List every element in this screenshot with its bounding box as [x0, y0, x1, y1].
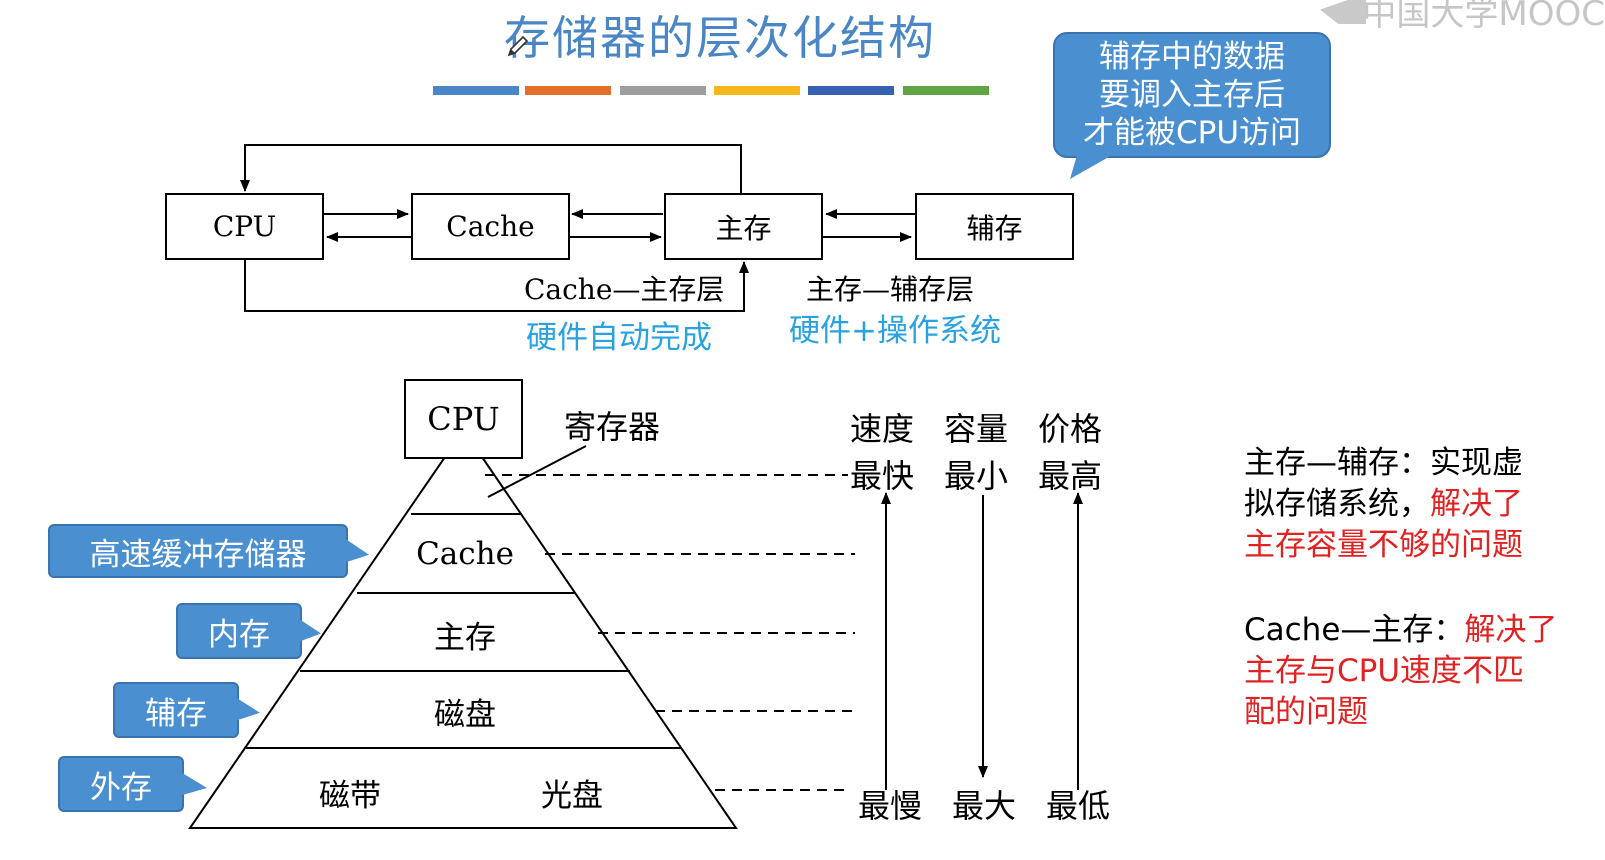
note-highlight: 解决了	[1430, 486, 1523, 522]
watermark-logo: 中国大学MOOC	[1362, 0, 1605, 34]
color-bar-segment	[714, 86, 800, 95]
note-cache-main: Cache—主存：解决了 主存与CPU速度不匹 配的问题	[1244, 610, 1594, 733]
main-memory-callout: 内存	[176, 603, 302, 659]
register-label: 寄存器	[564, 408, 661, 446]
price-header: 价格	[1038, 410, 1103, 448]
main-memory-box: 主存	[664, 193, 823, 260]
note-line: Cache—主存：解决了	[1244, 610, 1594, 651]
hardware-auto-label: 硬件自动完成	[526, 320, 712, 356]
color-bar-segment	[808, 86, 894, 95]
pyramid-disk-label: 磁盘	[434, 697, 496, 733]
callout-pointer	[1070, 145, 1130, 179]
pencil-icon	[506, 34, 530, 58]
cache-main-layer-label: Cache—主存层	[524, 273, 725, 306]
note-line: 主存—辅存：实现虚	[1244, 445, 1523, 481]
color-bar-segment	[433, 86, 519, 95]
callout-pointer	[343, 537, 369, 569]
capacity-bottom: 最大	[952, 787, 1017, 825]
note-text: Cache—主存：	[1244, 612, 1465, 648]
pyramid-main-label: 主存	[434, 620, 496, 656]
speed-top: 最快	[850, 457, 915, 495]
note-line: 主存容量不够的问题	[1244, 527, 1523, 563]
cache-box: Cache	[411, 193, 570, 260]
speed-header: 速度	[850, 410, 915, 448]
color-bar-segment	[620, 86, 706, 95]
pyramid-tape-label: 磁带	[319, 778, 381, 814]
callout-pointer	[297, 617, 321, 648]
note-main-aux: 主存—辅存：实现虚 拟存储系统，解决了 主存容量不够的问题	[1244, 443, 1594, 566]
note-line: 拟存储系统，解决了	[1244, 484, 1594, 525]
note-highlight: 解决了	[1464, 612, 1558, 648]
price-bottom: 最低	[1046, 787, 1111, 825]
aux-memory-box: 辅存	[915, 193, 1074, 260]
aux-memory-callout: 辅存	[113, 682, 239, 738]
note-line: 主存与CPU速度不匹	[1244, 653, 1525, 689]
aux-data-callout: 辅存中的数据 要调入主存后 才能被CPU访问	[1053, 32, 1331, 158]
note-line: 配的问题	[1244, 694, 1368, 730]
hardware-os-label: 硬件+操作系统	[789, 313, 1001, 349]
cpu-box: CPU	[165, 193, 324, 260]
pyramid-optical-label: 光盘	[541, 778, 603, 814]
pyramid-cpu-box: CPU	[404, 379, 523, 459]
speed-bottom: 最慢	[858, 787, 923, 825]
color-bar-segment	[525, 86, 611, 95]
cache-callout: 高速缓冲存储器	[48, 524, 348, 578]
note-text: 拟存储系统，	[1244, 486, 1430, 522]
color-bar-segment	[903, 86, 989, 95]
pyramid-cache-label: Cache	[416, 536, 514, 572]
callout-line: 要调入主存后	[1099, 77, 1285, 113]
callout-line: 辅存中的数据	[1099, 39, 1285, 75]
capacity-header: 容量	[944, 410, 1009, 448]
external-memory-callout: 外存	[58, 756, 184, 812]
callout-pointer	[234, 696, 260, 727]
page-title: 存储器的层次化结构	[504, 11, 936, 65]
main-aux-layer-label: 主存—辅存层	[806, 273, 975, 306]
price-top: 最高	[1038, 457, 1103, 495]
capacity-top: 最小	[944, 457, 1009, 495]
